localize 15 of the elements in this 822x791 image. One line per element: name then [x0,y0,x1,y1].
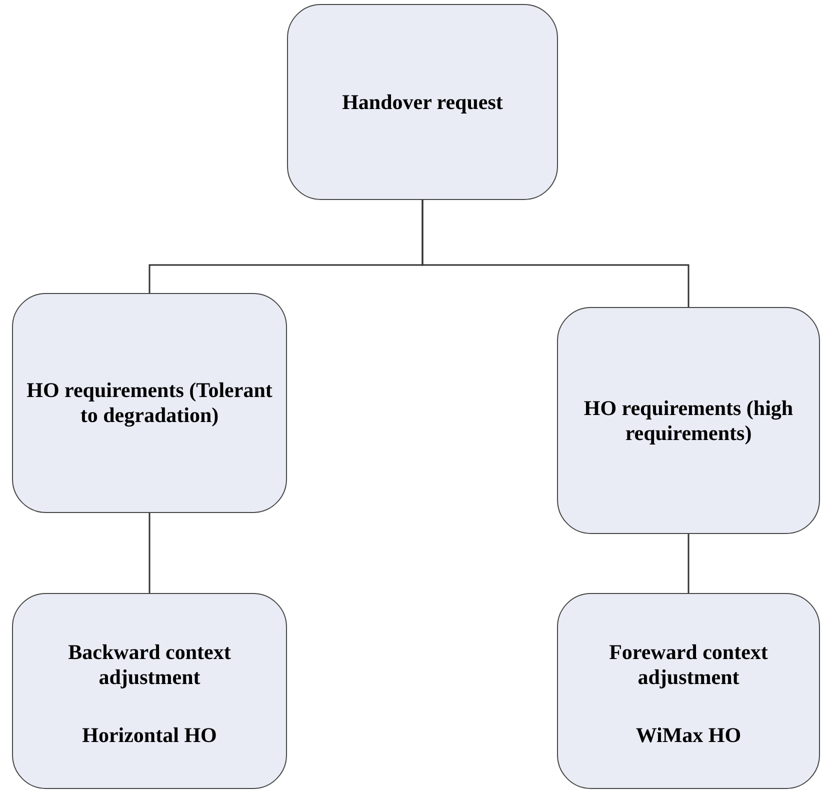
box-heading: HO requirements (high requirements) [582,396,794,446]
connector-line [422,200,690,307]
rounded-box [557,307,820,534]
box-heading: Handover request [342,90,503,114]
box-heading: Backward context adjustment [67,640,232,690]
rounded-box [12,593,287,789]
connector-line [688,534,690,593]
rounded-box [287,4,558,200]
box-text: Horizontal HO [82,722,217,748]
box-heading: Foreward context adjustment [608,640,769,690]
box-text: WiMax HO [636,722,742,748]
connector-line [148,513,150,593]
box-heading: HO requirements (Tolerant to degradation) [26,378,274,428]
rounded-box [12,293,287,513]
rounded-box [557,593,820,789]
